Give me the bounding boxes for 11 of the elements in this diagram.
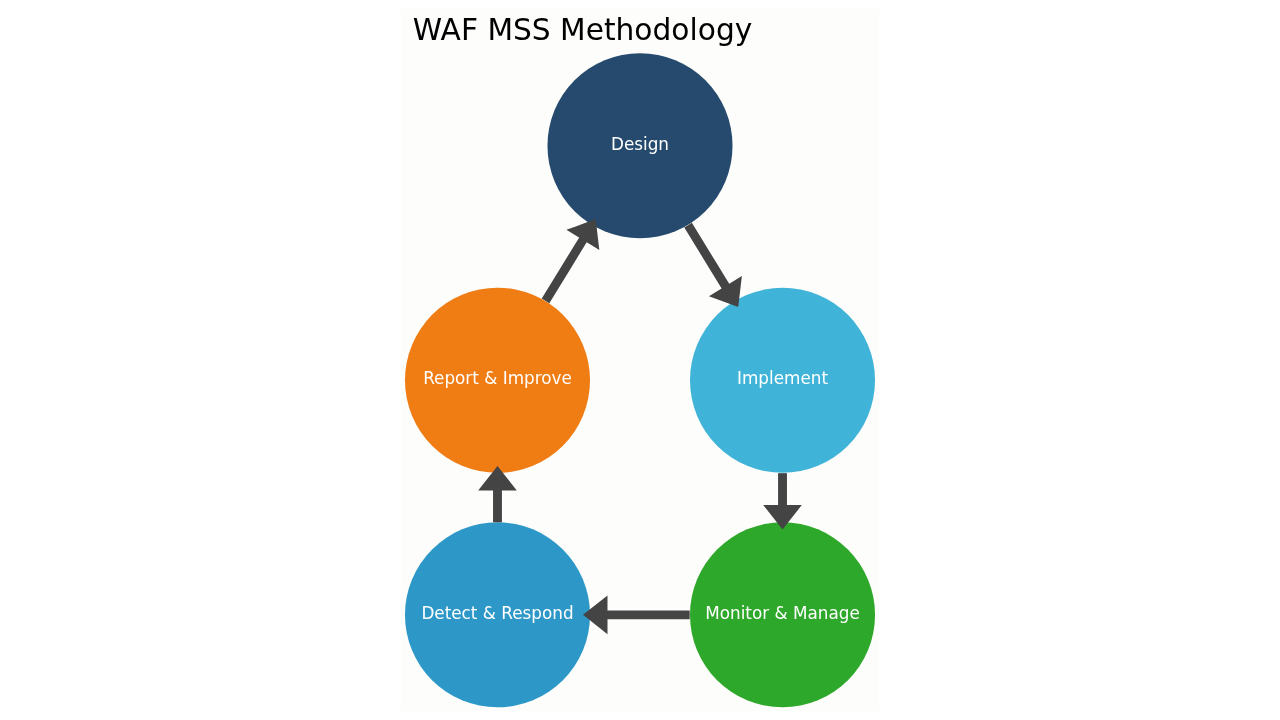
arrow (478, 465, 517, 523)
diagram-title: WAF MSS Methodology (412, 12, 753, 48)
arrow (684, 222, 742, 308)
arrow (582, 595, 690, 635)
arrow (541, 219, 600, 304)
arrow (763, 473, 802, 530)
node-circle: Report & Improve (404, 287, 590, 473)
node-circle: Implement (690, 287, 876, 473)
node-circle: Detect & Respond (404, 522, 590, 708)
node-circle: Design (547, 53, 733, 239)
node-circle: Monitor & Manage (690, 522, 876, 708)
